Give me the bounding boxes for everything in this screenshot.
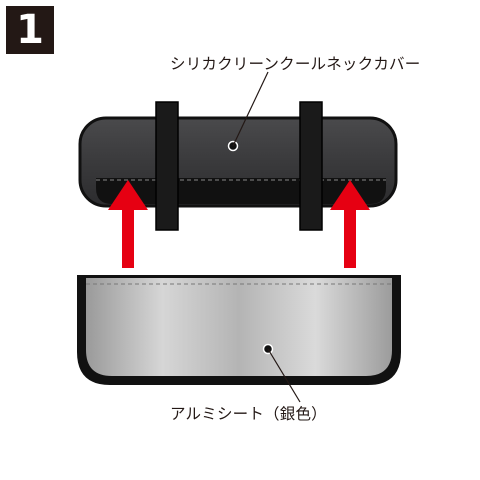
- leader-line-bottom: [267, 348, 301, 403]
- step-number-badge: 1: [6, 6, 54, 54]
- aluminum-sheet-face: [86, 278, 392, 376]
- strap-right: [299, 101, 323, 231]
- up-arrow-left: [108, 180, 148, 268]
- up-arrow-right: [330, 180, 370, 268]
- aluminum-sheet: [77, 275, 401, 385]
- neck-cover-label: シリカクリーンクールネックカバー: [170, 55, 421, 73]
- aluminum-sheet-label: アルミシート（銀色）: [170, 405, 327, 423]
- strap-left: [155, 101, 179, 231]
- leader-line-top: [232, 71, 269, 147]
- neck-cover: [78, 101, 398, 231]
